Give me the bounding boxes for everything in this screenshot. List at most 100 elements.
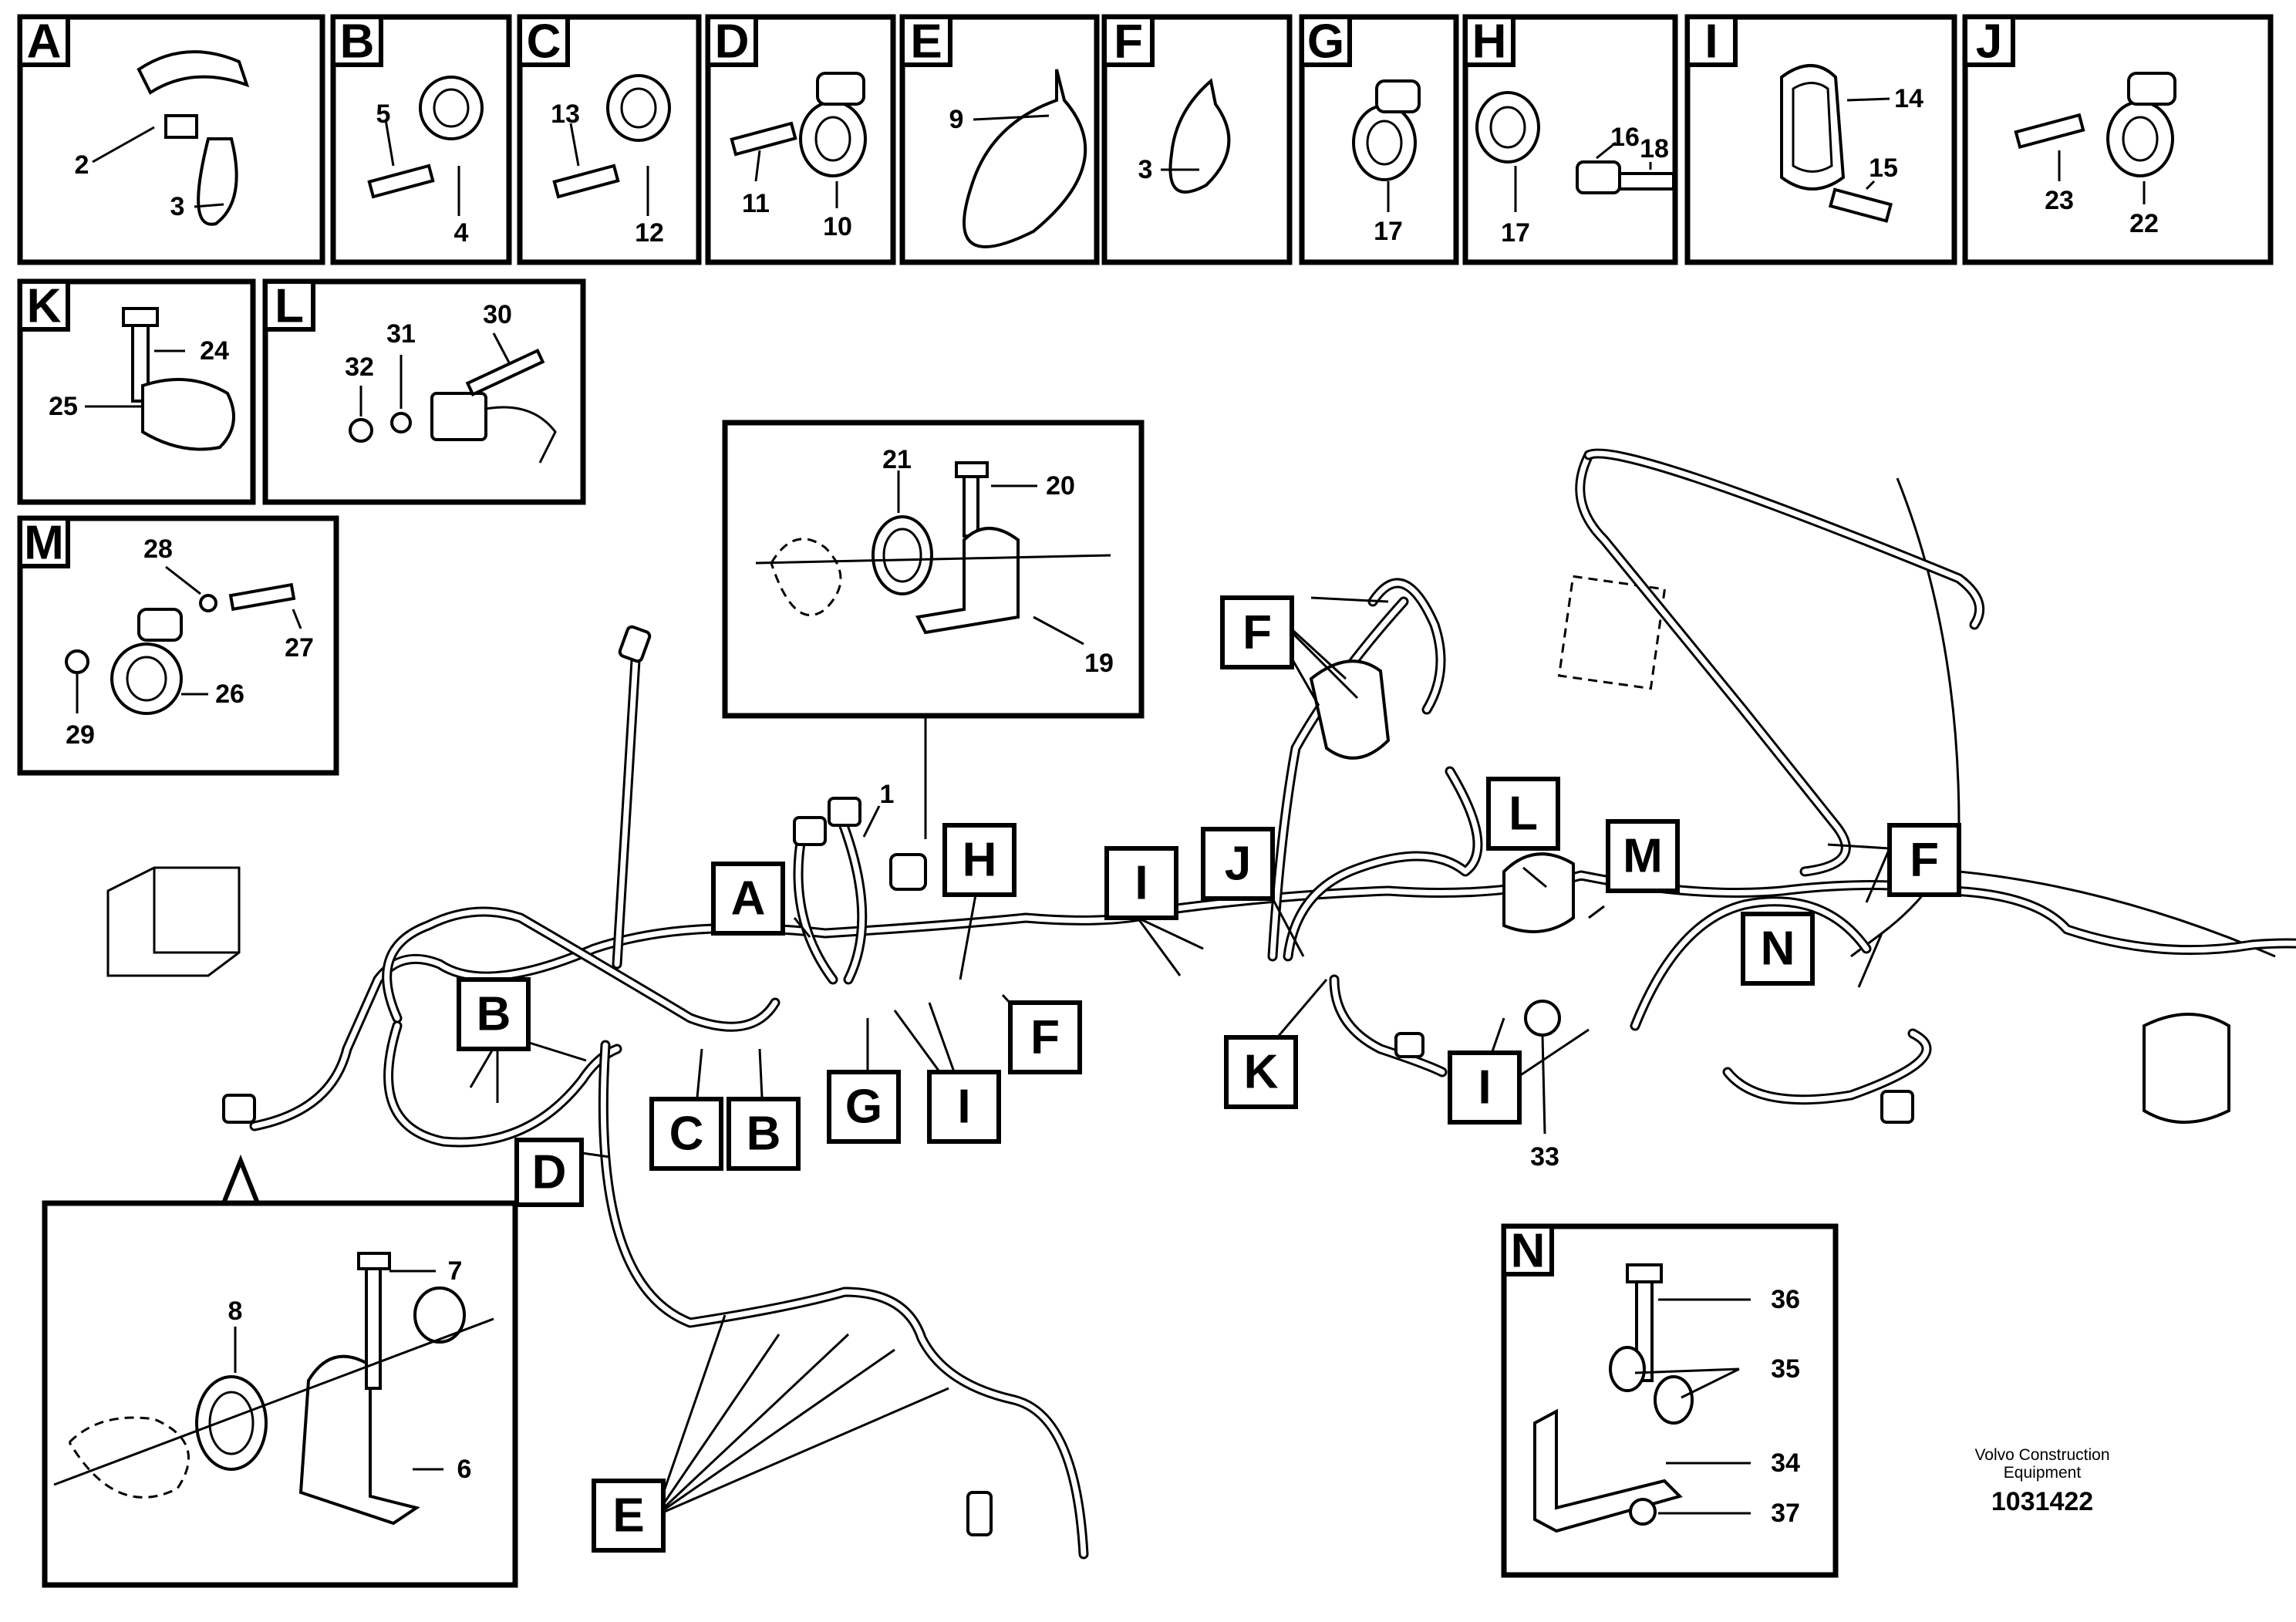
part-number: 36 bbox=[1771, 1285, 1800, 1314]
part-number: 12 bbox=[635, 218, 664, 248]
part-number: 7 bbox=[448, 1256, 463, 1286]
main-tag-g: G bbox=[827, 1070, 901, 1144]
panel-letter: A bbox=[27, 15, 62, 69]
part-number: 30 bbox=[483, 300, 512, 329]
part-number-harness: 1 bbox=[880, 780, 895, 809]
tag-letter: F bbox=[1030, 1011, 1060, 1064]
part-number: 20 bbox=[1046, 471, 1075, 501]
part-number: 6 bbox=[457, 1455, 472, 1484]
tag-letter: C bbox=[669, 1108, 704, 1161]
footer-drawing-number: 1031422 bbox=[1991, 1487, 2093, 1516]
panel-letter: L bbox=[275, 280, 304, 333]
part-number: 10 bbox=[823, 212, 852, 241]
part-number: 25 bbox=[49, 392, 78, 421]
main-tag-k: K bbox=[1224, 1035, 1298, 1109]
part-number: 13 bbox=[551, 99, 580, 129]
part-number: 9 bbox=[949, 105, 964, 134]
detail-panel-l: L 31 30 32 bbox=[262, 278, 586, 505]
main-tag-m: M bbox=[1606, 819, 1680, 893]
main-tag-a: A bbox=[711, 862, 785, 936]
tag-letter: I bbox=[957, 1081, 970, 1134]
part-number: 17 bbox=[1501, 218, 1530, 248]
part-number: 3 bbox=[170, 192, 185, 221]
part-number: 21 bbox=[882, 445, 912, 474]
footer-division: Equipment bbox=[2004, 1464, 2082, 1482]
main-tag-f-upper: F bbox=[1220, 595, 1294, 669]
tag-letter: F bbox=[1910, 834, 1939, 887]
detail-panel-c: C 13 12 bbox=[517, 14, 702, 265]
detail-panel-m: M 28 27 26 29 bbox=[17, 515, 339, 776]
panel-letter: M bbox=[24, 517, 64, 570]
footer-company: Volvo Construction bbox=[1974, 1446, 2109, 1464]
part-number: 32 bbox=[345, 352, 374, 382]
part-number: 2 bbox=[75, 150, 89, 180]
part-number: 27 bbox=[285, 633, 314, 663]
tag-letter: H bbox=[963, 834, 997, 887]
detail-panel-n: N 36 35 34 37 bbox=[1501, 1223, 1839, 1578]
part-number: 24 bbox=[200, 336, 229, 366]
detail-panel-h: H 16 18 17 bbox=[1462, 14, 1678, 265]
panel-letter: I bbox=[1704, 15, 1718, 69]
part-number: 31 bbox=[386, 319, 416, 349]
part-number: 34 bbox=[1771, 1448, 1800, 1478]
tag-letter: B bbox=[477, 988, 511, 1041]
part-number: 26 bbox=[215, 679, 244, 709]
part-number: 14 bbox=[1894, 84, 1923, 113]
main-tag-i-middle: I bbox=[927, 1070, 1001, 1144]
detail-panel-e: E 9 bbox=[899, 14, 1100, 265]
main-tag-d: D bbox=[514, 1138, 584, 1207]
main-tag-i-lower: I bbox=[1448, 1050, 1522, 1125]
tag-letter: A bbox=[731, 872, 766, 926]
tag-letter: M bbox=[1623, 830, 1663, 883]
detail-panel-f: F 3 bbox=[1101, 14, 1293, 265]
main-tag-c: C bbox=[649, 1097, 723, 1171]
part-number: 11 bbox=[742, 189, 770, 218]
tag-letter: J bbox=[1225, 838, 1251, 891]
panel-letter: H bbox=[1472, 15, 1507, 69]
detail-panel-g: G 17 bbox=[1299, 14, 1459, 265]
panel-letter: G bbox=[1307, 15, 1344, 69]
part-number: 8 bbox=[228, 1297, 243, 1326]
detail-panel-a: A 2 3 bbox=[17, 14, 325, 265]
detail-panel-i: I 14 15 bbox=[1684, 14, 1957, 265]
main-tag-l: L bbox=[1486, 777, 1560, 851]
main-harness-drawing bbox=[106, 448, 2296, 1560]
detail-panel-b: B 5 4 bbox=[330, 14, 512, 265]
tag-letter: N bbox=[1761, 922, 1795, 976]
part-number: 18 bbox=[1640, 134, 1669, 164]
main-tag-n: N bbox=[1741, 912, 1815, 986]
part-number: 15 bbox=[1869, 153, 1898, 183]
part-number: 16 bbox=[1610, 123, 1640, 152]
tag-letter: E bbox=[612, 1489, 644, 1543]
tag-letter: K bbox=[1244, 1046, 1279, 1099]
part-number: 29 bbox=[66, 720, 95, 750]
main-tag-i-upper: I bbox=[1104, 846, 1178, 920]
panel-letter: J bbox=[1976, 15, 2002, 69]
main-tag-h: H bbox=[942, 823, 1017, 897]
panel-letter: B bbox=[340, 15, 375, 69]
inset-connector-bracket-top: 21 20 19 bbox=[722, 420, 1145, 839]
part-number: 17 bbox=[1374, 217, 1403, 246]
inset-connector-bracket-bottom: 7 8 6 bbox=[42, 1154, 518, 1588]
part-number: 19 bbox=[1084, 649, 1114, 678]
panel-letter: K bbox=[27, 280, 62, 333]
part-number: 3 bbox=[1138, 155, 1153, 184]
panel-letter: D bbox=[715, 15, 750, 69]
part-number: 4 bbox=[454, 218, 469, 248]
detail-panel-j: J 23 22 bbox=[1962, 14, 2274, 265]
tag-letter: D bbox=[532, 1146, 567, 1199]
main-tag-f-middle: F bbox=[1008, 1000, 1082, 1074]
part-number: 22 bbox=[2129, 209, 2159, 238]
part-number-sensor: 33 bbox=[1530, 1142, 1559, 1172]
part-number: 23 bbox=[2045, 186, 2074, 215]
part-number: 28 bbox=[143, 534, 173, 564]
tag-letter: F bbox=[1242, 606, 1272, 659]
main-tag-e: E bbox=[592, 1479, 666, 1553]
panel-letter: E bbox=[910, 15, 942, 69]
tag-letter: B bbox=[747, 1108, 781, 1161]
main-tag-b-right: B bbox=[727, 1097, 801, 1171]
part-number: 35 bbox=[1771, 1354, 1800, 1384]
tag-letter: G bbox=[845, 1081, 882, 1134]
part-number: 37 bbox=[1771, 1499, 1800, 1528]
part-number: 5 bbox=[376, 99, 391, 129]
